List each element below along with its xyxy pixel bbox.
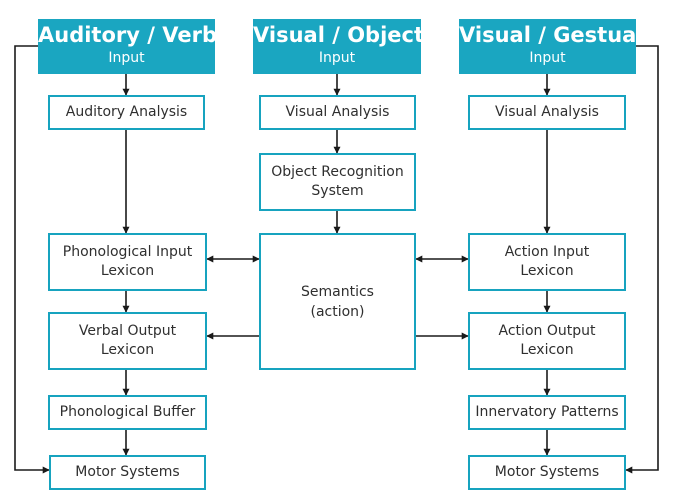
box-action-output-lexicon: Action Output Lexicon — [468, 312, 626, 370]
box-motor-systems-right: Motor Systems — [468, 455, 626, 490]
box-visual-analysis-gestual: Visual Analysis — [468, 95, 626, 130]
box-innervatory-patterns: Innervatory Patterns — [468, 395, 626, 430]
box-verbal-output-lexicon: Verbal Output Lexicon — [48, 312, 207, 370]
header-visual-object-title: Visual / Object — [253, 23, 425, 47]
arrow-auditory-bypass-to-motor — [14, 45, 50, 474]
arrow-gestual-bypass-to-motor — [625, 45, 659, 474]
header-visual-gestual-title: Visual / Gestual — [459, 23, 644, 47]
box-auditory-analysis: Auditory Analysis — [48, 95, 205, 130]
header-auditory-title: Auditory / Verbal — [38, 23, 239, 47]
header-visual-object-subtitle: Input — [318, 50, 356, 66]
box-phonological-input-lexicon: Phonological Input Lexicon — [48, 233, 207, 291]
header-visual-gestual: Visual / Gestual Input — [459, 19, 644, 74]
box-motor-systems-left: Motor Systems — [49, 455, 206, 490]
box-visual-analysis-object: Visual Analysis — [259, 95, 416, 130]
box-action-input-lexicon: Action Input Lexicon — [468, 233, 626, 291]
header-visual-gestual-subtitle: Input — [529, 50, 566, 66]
header-visual-object: Visual / Object Input — [253, 19, 425, 74]
box-object-recognition-system: Object Recognition System — [259, 153, 416, 211]
box-semantics: Semantics (action) — [259, 233, 416, 370]
header-auditory-subtitle: Input — [108, 50, 145, 66]
box-phonological-buffer: Phonological Buffer — [48, 395, 207, 430]
header-auditory-verbal: Auditory / Verbal Input — [38, 19, 239, 74]
